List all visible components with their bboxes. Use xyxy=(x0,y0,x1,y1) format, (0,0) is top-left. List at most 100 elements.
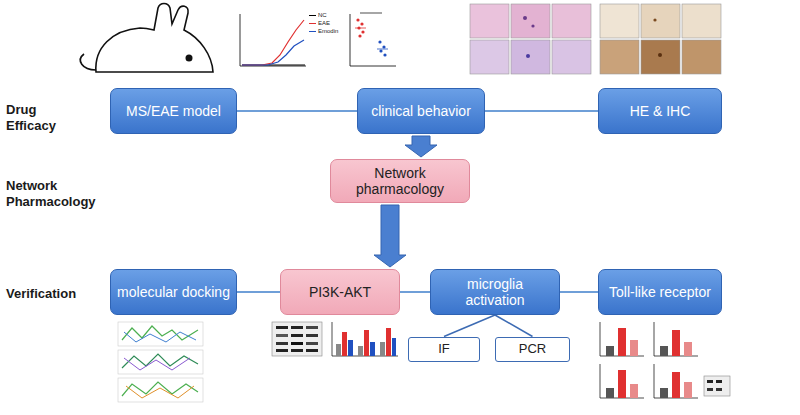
bar-chart-axes xyxy=(600,364,644,398)
bar xyxy=(386,328,391,356)
protein-ribbon xyxy=(122,354,198,368)
bar xyxy=(606,388,614,398)
process-box: MS/EAE model xyxy=(110,88,237,134)
process-box: microglia activation xyxy=(430,269,560,315)
stain-dot xyxy=(653,18,656,21)
histology-image xyxy=(552,4,591,38)
he-histology-panels xyxy=(470,4,591,74)
legend-marker xyxy=(309,31,316,32)
blot-band xyxy=(291,349,303,352)
row-heading: Network Pharmacology xyxy=(6,178,76,209)
box-text: Network pharmacology xyxy=(331,165,469,197)
bar xyxy=(618,328,626,356)
western-blot-figure xyxy=(272,322,398,356)
emodin-line xyxy=(242,40,304,65)
protein-ribbon xyxy=(126,386,194,398)
bar xyxy=(342,332,347,356)
protein-ribbon xyxy=(122,326,198,340)
bar-chart-axes xyxy=(600,322,644,356)
plot-axes xyxy=(350,14,396,66)
bar xyxy=(672,330,680,356)
bar-chart-axes xyxy=(654,322,698,356)
connector-line xyxy=(485,111,598,112)
histology-image xyxy=(552,40,591,74)
connector-line xyxy=(444,315,495,337)
box-text: PI3K-AKT xyxy=(281,284,399,300)
cumulative-score-plot xyxy=(350,13,396,66)
connector-line xyxy=(400,292,430,293)
legend-marker xyxy=(309,15,316,16)
histology-image xyxy=(470,40,509,74)
bar xyxy=(672,372,680,398)
box-text: molecular docking xyxy=(111,284,236,300)
bar xyxy=(660,388,668,398)
method-box: PCR xyxy=(495,337,570,362)
cell-dot xyxy=(531,24,534,27)
ihc-image xyxy=(682,40,721,74)
box-text: microglia activation xyxy=(431,276,559,308)
bar xyxy=(358,346,363,356)
ihc-image xyxy=(600,40,639,74)
bar xyxy=(660,346,668,356)
row-heading: Drug Efficacy xyxy=(6,102,76,133)
connector-line xyxy=(560,292,598,293)
box-text: MS/EAE model xyxy=(111,103,236,119)
chart-axes xyxy=(240,14,306,66)
connector-stroke xyxy=(237,110,357,112)
process-box: Toll-like receptor xyxy=(598,269,722,315)
bar xyxy=(364,330,369,356)
mouse-tail xyxy=(80,54,96,70)
ihc-image xyxy=(600,4,639,38)
significance-bar xyxy=(360,13,382,14)
blot-band xyxy=(716,380,722,383)
connector-line xyxy=(495,315,533,337)
data-dot xyxy=(360,22,363,25)
connector-line xyxy=(237,111,357,112)
block-arrow xyxy=(374,205,406,267)
chart-legend-label: EAE xyxy=(318,20,330,27)
cell-dot xyxy=(523,16,527,20)
blot-membrane xyxy=(272,322,322,356)
blot-band xyxy=(306,349,318,352)
bar-chart-axes xyxy=(654,364,698,398)
histology-image xyxy=(511,40,550,74)
bar xyxy=(618,370,626,398)
process-box: HE & IHC xyxy=(598,88,722,134)
docking-panel xyxy=(118,322,203,346)
chart-legend-label: NC xyxy=(318,12,327,19)
box-text: Toll-like receptor xyxy=(599,284,721,300)
data-dot xyxy=(361,30,364,33)
docking-panel xyxy=(118,350,203,374)
bar xyxy=(606,346,614,356)
data-dot xyxy=(382,45,385,48)
process-box: clinical behavior xyxy=(357,88,485,134)
ihc-image xyxy=(641,40,680,74)
blot-band xyxy=(291,326,303,329)
data-dot xyxy=(383,53,386,56)
blot-band xyxy=(291,342,303,345)
highlight-box: Network pharmacology xyxy=(330,159,470,203)
blot-band xyxy=(276,326,288,329)
tlr-bar-charts xyxy=(600,322,730,398)
clinical-score-chart xyxy=(240,14,316,66)
data-dot xyxy=(379,49,382,52)
flow-arrow xyxy=(405,136,437,157)
highlight-box: PI3K-AKT xyxy=(280,269,400,315)
cell-dot xyxy=(526,54,530,58)
mouse-illustration xyxy=(80,4,213,73)
histology-image xyxy=(470,4,509,38)
method-box: IF xyxy=(408,337,480,362)
bar xyxy=(336,344,341,356)
bar xyxy=(684,342,692,356)
flow-arrow xyxy=(374,205,406,267)
legend-marker xyxy=(309,23,316,24)
connector-stroke xyxy=(485,110,598,112)
data-dot xyxy=(378,40,381,43)
mouse-eye xyxy=(186,55,193,62)
eae-line xyxy=(242,20,304,65)
docking-images xyxy=(118,322,203,402)
protein-ribbon xyxy=(122,382,198,396)
